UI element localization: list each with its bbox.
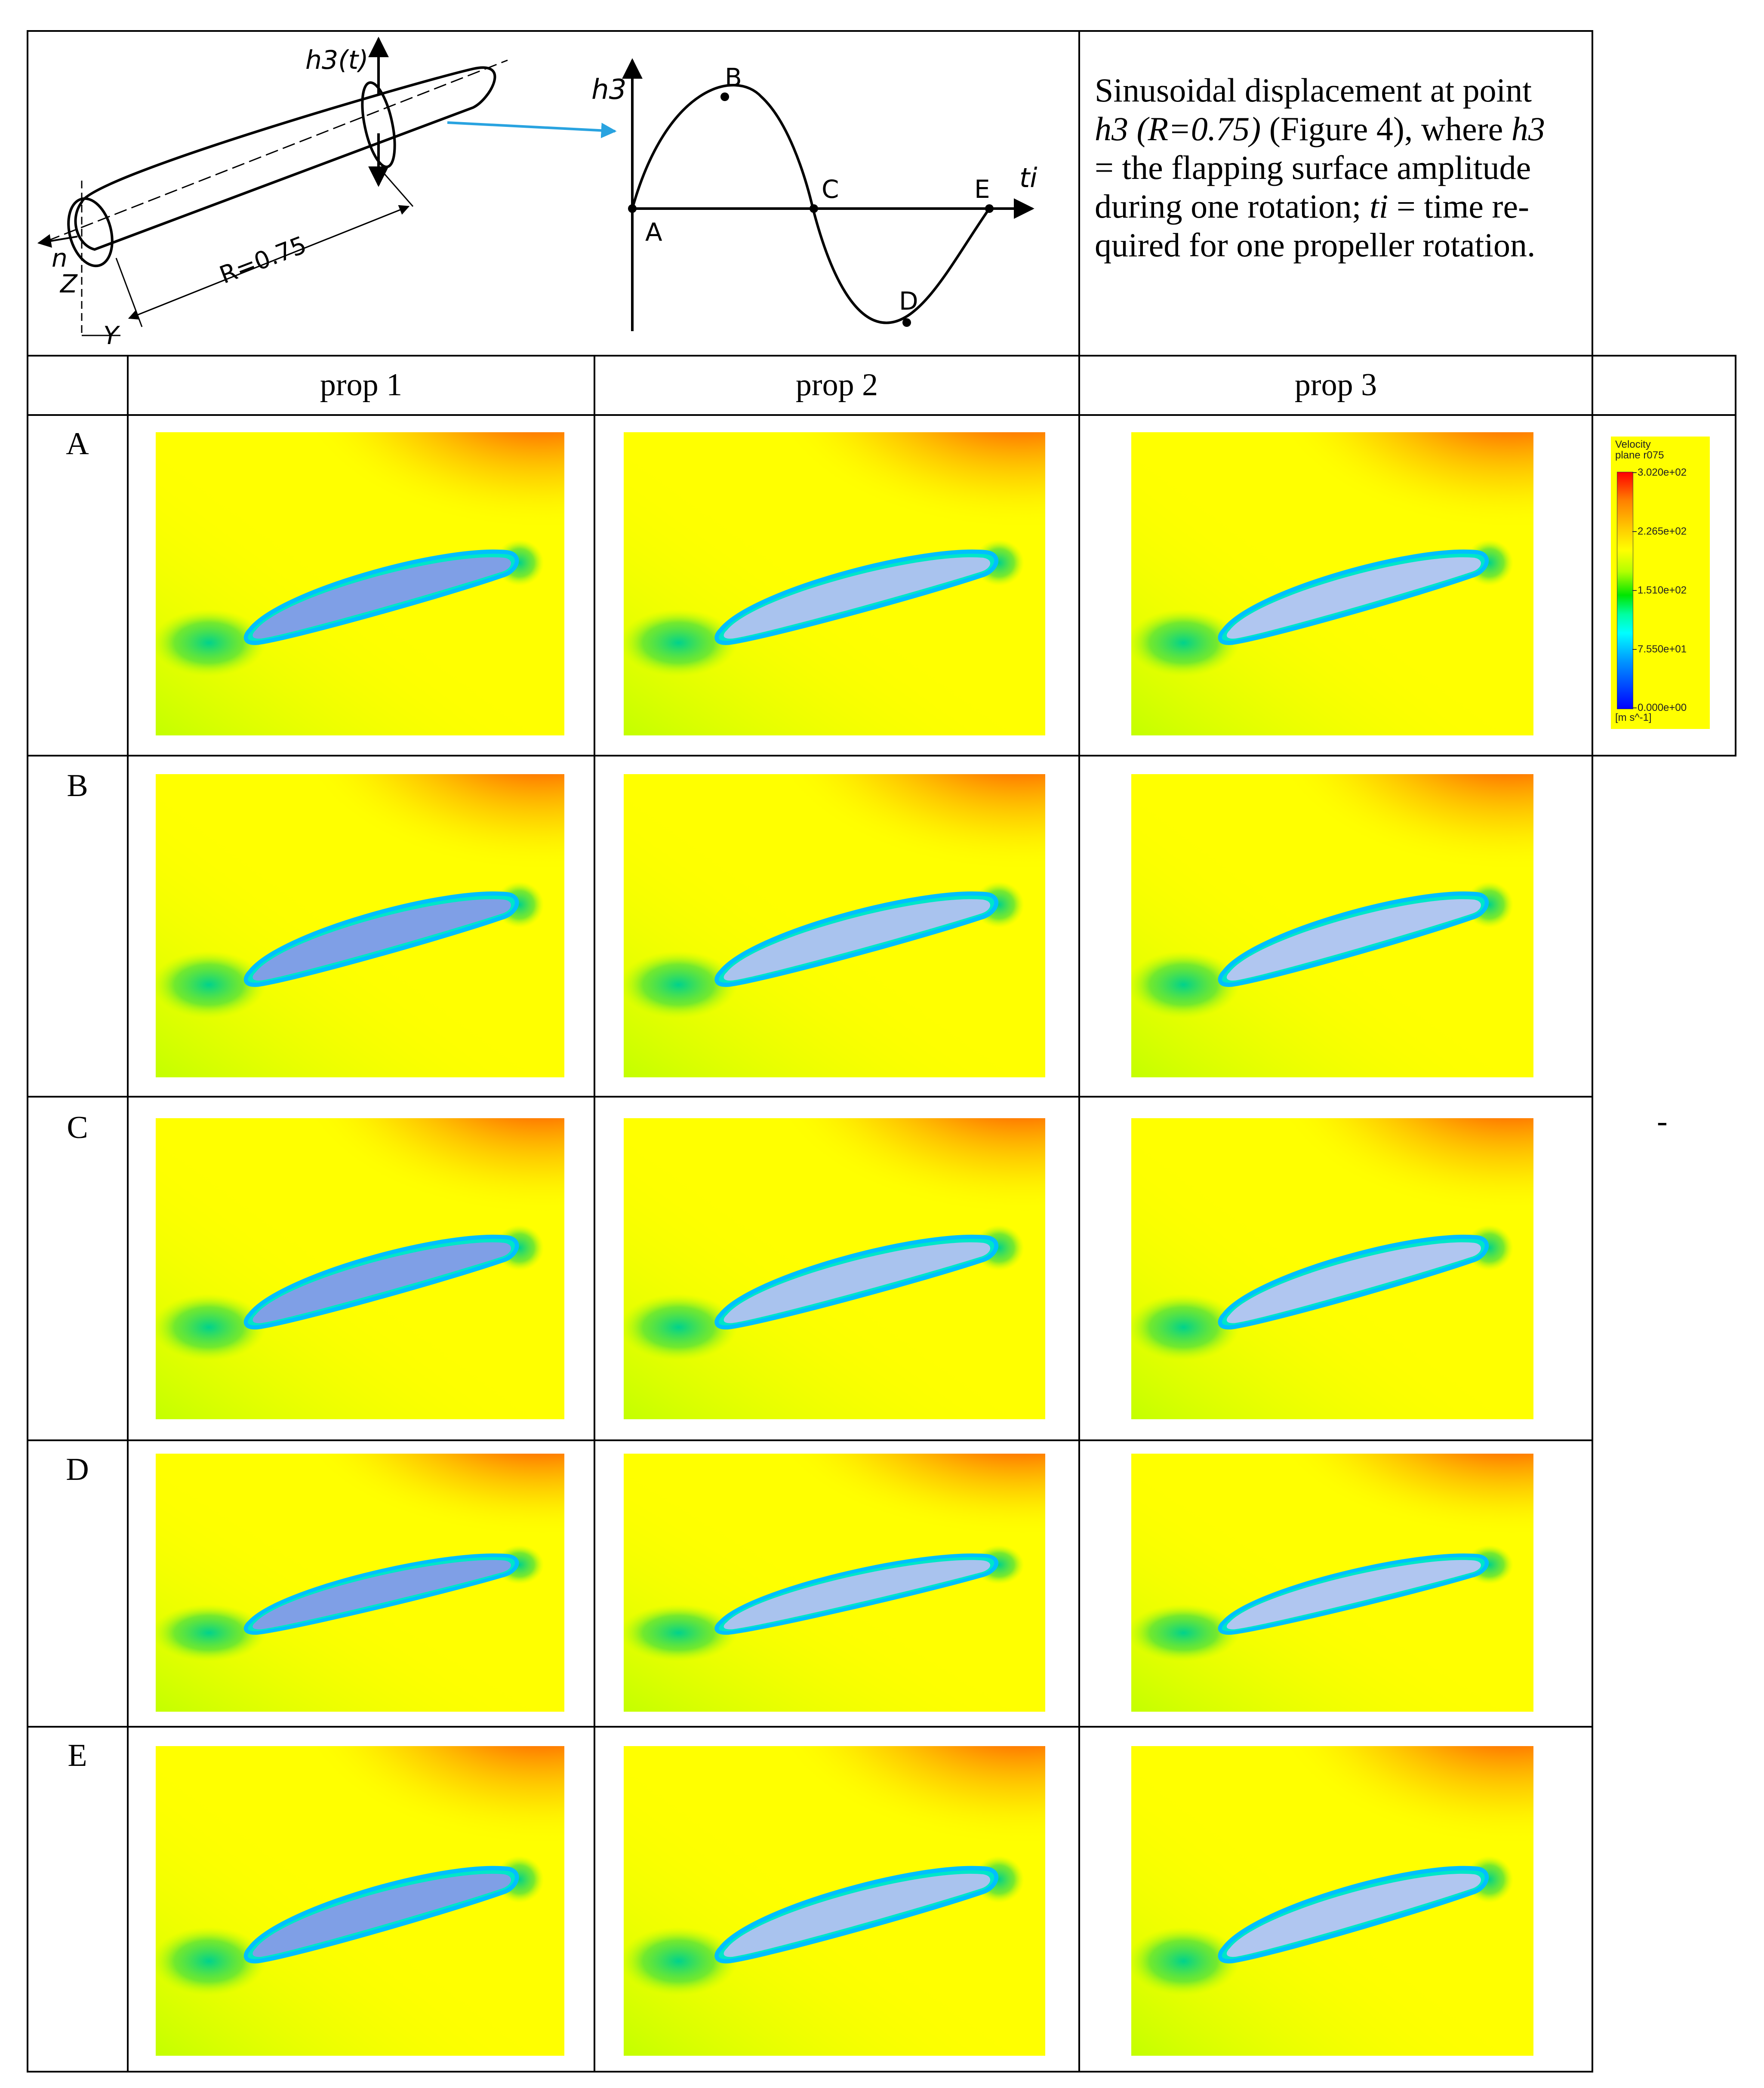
- point-label-c: C: [822, 175, 839, 204]
- blade-sketch: [37, 37, 508, 336]
- column-header-prop3: prop 3: [1294, 367, 1377, 403]
- cfd-panel-b-prop2: [624, 774, 1045, 1077]
- caption-line-4: during one rotation; ti = time re-: [1095, 188, 1530, 225]
- point-label-b: B: [725, 63, 742, 92]
- sine-points: [628, 92, 994, 327]
- row-d-bottom-border: [27, 1726, 1592, 1728]
- cfd-panel-a-prop1: [156, 432, 564, 735]
- row-label-c: C: [67, 1110, 88, 1145]
- row-b-bottom-border: [27, 1096, 1592, 1098]
- caption-line-3: = the flapping surface amplitude: [1095, 149, 1531, 186]
- caption-line-2: h3 (R=0.75) (Figure 4), where h3: [1095, 110, 1545, 148]
- cfd-panel-b-prop3: [1131, 774, 1533, 1077]
- label-n: n: [52, 243, 68, 273]
- graph-xlabel: ti: [1019, 162, 1037, 194]
- cfd-panel-c-prop1: [156, 1118, 564, 1419]
- legend-value-2: 2.265e+02: [1638, 526, 1687, 537]
- pointer-arrow: [447, 121, 617, 138]
- label-column-border: [127, 355, 129, 2073]
- sinusoid-diagram: h3(t) R=0.75 n Z Y h3 ti A B C D E: [30, 34, 1062, 353]
- row-label-e: E: [68, 1738, 87, 1773]
- cfd-panel-e-prop1: [156, 1746, 564, 2056]
- row-label-d: D: [66, 1452, 89, 1487]
- row-a-bottom-border: [27, 755, 1736, 756]
- legend-tick-0: [1632, 472, 1637, 473]
- legend-title: Velocity plane r075: [1615, 439, 1664, 461]
- graph-ylabel: h3: [591, 74, 626, 106]
- label-h3t: h3(t): [305, 45, 369, 75]
- legend-tick-3: [1632, 649, 1637, 650]
- cfd-panel-d-prop3: [1131, 1454, 1533, 1712]
- column-header-prop1: prop 1: [320, 367, 403, 403]
- left-border: [27, 30, 28, 2073]
- cfd-panel-a-prop3: [1131, 432, 1533, 735]
- legend-value-4: 7.550e+01: [1638, 643, 1687, 655]
- row-label-b: B: [67, 768, 88, 803]
- cfd-panel-e-prop2: [624, 1746, 1045, 2056]
- side-mark: -: [1657, 1104, 1668, 1139]
- legend-color-bar: [1617, 472, 1633, 709]
- table-bottom-border: [27, 2071, 1592, 2073]
- cfd-panel-b-prop1: [156, 774, 564, 1077]
- label-z: Z: [59, 269, 78, 298]
- caption-line-1: Sinusoidal displacement at point: [1095, 71, 1532, 109]
- cfd-panel-a-prop2: [624, 432, 1045, 735]
- legend-value-max: 3.020e+02: [1638, 467, 1687, 478]
- prop1-column-border: [594, 355, 595, 2073]
- column-header-prop2: prop 2: [795, 367, 878, 403]
- cfd-panel-d-prop2: [624, 1454, 1045, 1712]
- cfd-panel-c-prop3: [1131, 1118, 1533, 1419]
- row-label-a: A: [66, 426, 89, 461]
- point-label-a: A: [645, 218, 662, 247]
- prop2-column-border: [1078, 30, 1080, 2073]
- prop3-column-border: [1592, 30, 1593, 2073]
- label-y: Y: [103, 321, 120, 350]
- point-label-d: D: [899, 286, 918, 316]
- header-bottom-border: [27, 414, 1736, 416]
- point-label-e: E: [974, 175, 990, 204]
- legend-tick-4: [1632, 707, 1637, 708]
- legend-value-min: 0.000e+00: [1638, 702, 1687, 713]
- figure-caption: Sinusoidal displacement at point h3 (R=0…: [1095, 71, 1581, 264]
- cfd-panel-e-prop3: [1131, 1746, 1533, 2056]
- legend-tick-1: [1632, 531, 1637, 532]
- velocity-legend: Velocity plane r075 3.020e+02 2.265e+02 …: [1611, 437, 1710, 729]
- legend-value-3: 1.510e+02: [1638, 584, 1687, 596]
- legend-tick-2: [1632, 590, 1637, 591]
- legend-right-border: [1735, 355, 1736, 756]
- cfd-panel-c-prop2: [624, 1118, 1045, 1419]
- header-top-border: [27, 355, 1736, 357]
- cfd-panel-d-prop1: [156, 1454, 564, 1712]
- label-r075: R=0.75: [216, 231, 311, 289]
- legend-unit: [m s^-1]: [1615, 712, 1652, 723]
- row-c-bottom-border: [27, 1439, 1592, 1441]
- caption-line-5: quired for one propeller rotation.: [1095, 226, 1536, 264]
- table-top-border: [27, 30, 1592, 32]
